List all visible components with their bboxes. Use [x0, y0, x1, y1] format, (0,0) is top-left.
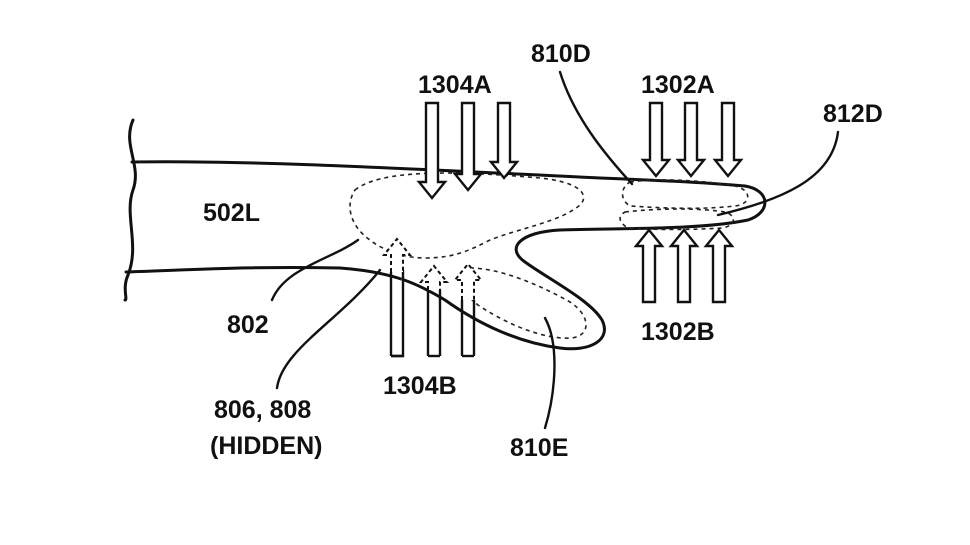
arrow-1304A-1: [416, 101, 448, 200]
finger-upper-edge: [130, 160, 747, 188]
label-502L: 502L: [203, 199, 260, 227]
leader-802: [270, 238, 360, 302]
leader-810E: [543, 316, 556, 430]
label-810E: 810E: [510, 434, 568, 462]
label-hidden: (HIDDEN): [210, 432, 323, 460]
region-810D-outline: [621, 179, 749, 210]
arrow-1302B-1: [633, 228, 665, 304]
region-812D-outline: [619, 208, 735, 231]
arrow-1302B-3: [703, 228, 735, 304]
label-1304B: 1304B: [383, 372, 457, 400]
arrow-1304B-3-hidden: [452, 262, 484, 300]
arrow-1304A-3: [488, 101, 520, 180]
label-810D: 810D: [531, 40, 591, 68]
label-802: 802: [227, 311, 269, 339]
cut-edge: [123, 118, 137, 302]
region-810E-outline: [461, 267, 587, 339]
leader-810D: [558, 70, 634, 186]
arrow-1302B-2: [668, 228, 700, 304]
arrow-1302A-2: [675, 101, 707, 178]
label-812D: 812D: [823, 100, 883, 128]
leader-812D: [716, 130, 840, 217]
arrow-1304B-1-hidden: [381, 237, 413, 272]
label-806-808: 806, 808: [214, 396, 311, 424]
label-1304A: 1304A: [418, 71, 492, 99]
arrow-1304B-1: [391, 270, 405, 358]
fingertip-outline: [124, 184, 767, 351]
arrow-1304A-2: [452, 101, 484, 192]
arrow-1302A-1: [640, 101, 672, 178]
arrow-1302A-3: [712, 101, 744, 178]
arrow-1304B-2-hidden: [418, 264, 450, 290]
label-1302B: 1302B: [641, 318, 715, 346]
leader-806-808: [275, 268, 382, 390]
label-1302A: 1302A: [641, 71, 715, 99]
